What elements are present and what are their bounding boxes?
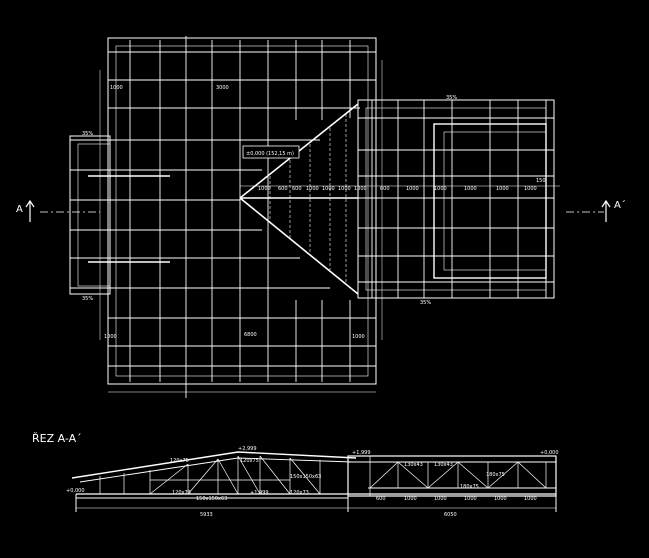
- left-wing-inner: [77, 143, 111, 287]
- member-2: 120x73: [172, 490, 191, 496]
- sdim-0: 600: [376, 496, 386, 502]
- dims-right-row: 1000 600 600 1000 1000 1000 1000 600 100…: [258, 178, 546, 192]
- left-roof-outline: [71, 451, 357, 479]
- dim-right-11: 1000: [464, 186, 477, 192]
- section-arrow-left: [25, 199, 35, 222]
- section-view: [71, 451, 557, 512]
- member-6: 130x43: [404, 462, 423, 468]
- dimension-lines: [99, 60, 560, 393]
- dim-right-12: 1000: [496, 186, 509, 192]
- roof-plan: [25, 36, 611, 398]
- dim-right-14: 150: [536, 178, 546, 184]
- member-3: 150x150x63: [196, 496, 227, 502]
- dim-right-3: 1000: [306, 186, 319, 192]
- section-arrow-right: [601, 199, 611, 222]
- dim-right-0: 1000: [258, 186, 271, 192]
- dim-bottom-2: 6800: [244, 332, 257, 338]
- member-1: 120x75: [240, 458, 259, 464]
- section-member-labels: 120x75 120x75 120x73 150x150x63 150x150x…: [170, 458, 505, 502]
- dim-right-6: 1000: [354, 186, 367, 192]
- dim-right-9: 1000: [406, 186, 419, 192]
- right-wing: [357, 99, 555, 299]
- main-outline-inner: [115, 45, 369, 377]
- sdim-5: 1000: [524, 496, 537, 502]
- hmark-3: +1,999: [250, 490, 269, 496]
- slope-label-1: 35%: [82, 131, 93, 137]
- dim-right-13: 1000: [524, 186, 537, 192]
- member-5: 120x73: [290, 490, 309, 496]
- dim-right-10: 1000: [434, 186, 447, 192]
- main-horizontal-grid: [70, 51, 376, 367]
- section-height-marks: +2,999 +1,999 +0,000 +1,999 +0,000: [66, 446, 559, 496]
- height-tag: ±0,000 (152,15 m): [246, 151, 294, 157]
- sdim-3: 1000: [464, 496, 477, 502]
- hmark-2: +0,000: [66, 488, 85, 494]
- dim-right-5: 1000: [338, 186, 351, 192]
- hmark-4: +0,000: [540, 450, 559, 456]
- height-tag-box: [242, 145, 300, 159]
- member-7: 130x43: [434, 462, 453, 468]
- section-title: ŘEZ A-A´: [32, 432, 82, 445]
- dim-bottom-1: 1000: [104, 334, 117, 340]
- dim-right-4: 1000: [322, 186, 335, 192]
- slope-label-3: 35%: [446, 95, 457, 101]
- hmark-0: +2,999: [238, 446, 257, 452]
- dim-bottom-3: 1000: [352, 334, 365, 340]
- member-0: 120x75: [170, 458, 189, 464]
- section-mark-left: A: [16, 204, 23, 215]
- section-dims-right: 600 1000 1000 1000 1000 1000 6050: [376, 496, 537, 518]
- dim-top-2: 1000: [110, 85, 123, 91]
- section-mark-right: A´: [614, 199, 626, 211]
- right-section-outline: [347, 455, 557, 497]
- dim-right-1: 600: [278, 186, 288, 192]
- right-wing-ridge-inner: [443, 131, 547, 271]
- dim-top-1: 3000: [216, 85, 229, 91]
- sdim-6: 6050: [444, 512, 457, 518]
- sdim-1: 1000: [404, 496, 417, 502]
- slope-label-2: 35%: [82, 296, 93, 302]
- section-dim-left: 5933: [200, 512, 213, 518]
- right-truss: [369, 456, 547, 496]
- member-8: 180x75: [460, 484, 479, 490]
- left-truss: [99, 455, 321, 495]
- dim-right-8: 600: [380, 186, 390, 192]
- rafters: [269, 114, 347, 284]
- main-outline: [107, 37, 377, 385]
- sdim-4: 1000: [494, 496, 507, 502]
- member-4: 150x150x63: [290, 474, 321, 480]
- dim-right-2: 600: [292, 186, 302, 192]
- slope-label-4: 35%: [420, 300, 431, 306]
- member-9: 180x75: [486, 472, 505, 478]
- hmark-1: +1,999: [352, 450, 371, 456]
- sdim-2: 1000: [434, 496, 447, 502]
